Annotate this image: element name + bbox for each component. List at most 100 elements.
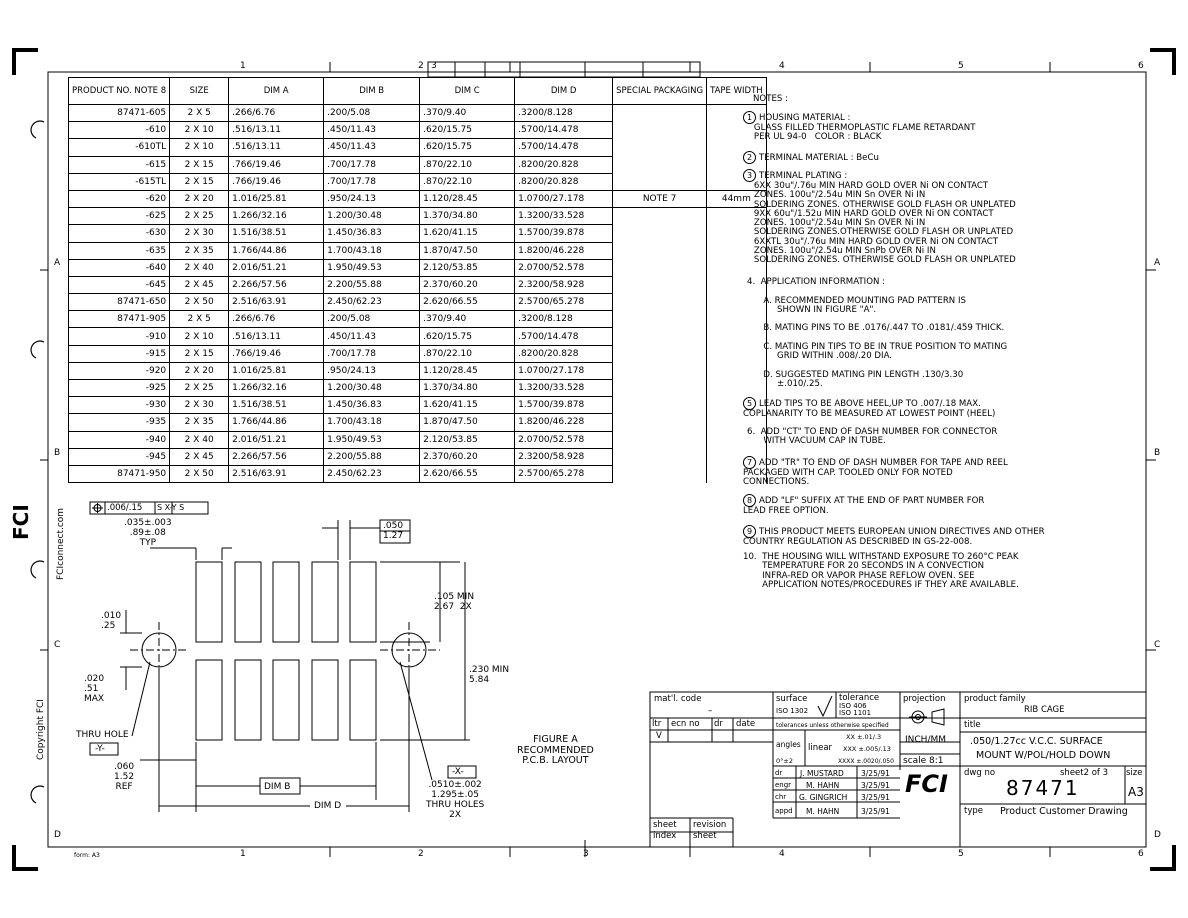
tb-size-value: A3: [1128, 785, 1144, 799]
table-cell: .766/19.46: [228, 344, 325, 363]
table-cell: [612, 327, 708, 346]
zone-label-right-b: B: [1154, 448, 1161, 458]
table-cell: [612, 173, 708, 191]
table-cell: 1.950/49.53: [323, 430, 421, 449]
table-cell: 1.766/44.86: [228, 241, 325, 260]
note-10: 10. THE HOUSING WILL WITHSTAND EXPOSURE …: [743, 552, 1019, 590]
table-cell: 2 X 5: [169, 103, 230, 123]
table-cell: 1.700/43.18: [323, 413, 421, 432]
ref-dim: .060 1.52 REF: [114, 762, 135, 792]
tb-name-chr: G. GINGRICH: [799, 793, 848, 802]
tb-tolerance-label: tolerance: [839, 693, 880, 703]
pad-length-dim: .105 MIN 2.67 2X: [434, 592, 475, 612]
table-cell: 1.700/43.18: [323, 241, 421, 260]
table-cell: 2 X 40: [169, 258, 230, 277]
table-cell: [612, 413, 708, 432]
zone-label-top-5: 5: [958, 61, 964, 71]
surface-finish-icon: [817, 695, 833, 718]
table-cell: [612, 224, 708, 242]
table-cell: [612, 242, 708, 260]
table-cell: 1.266/32.16: [228, 378, 325, 398]
tolerance-frame-value: .006/.15: [107, 503, 143, 513]
table-cell: -615TL: [67, 172, 171, 191]
tb-name-appd: M. HAHN: [806, 807, 840, 816]
table-cell: 1.016/25.81: [228, 361, 325, 381]
tb-product-family-value: RIB CAGE: [1024, 705, 1065, 715]
table-cell: 2.516/63.91: [228, 464, 325, 484]
zone-ticks: [40, 62, 1156, 857]
table-cell: 2 X 25: [169, 207, 230, 226]
zone-label-left-c: C: [54, 640, 61, 650]
table-cell: 2.450/62.23: [323, 464, 421, 484]
table-cell: 2.620/66.55: [419, 464, 516, 484]
table-cell: [612, 156, 708, 174]
table-cell: .870/22.10: [419, 155, 516, 174]
table-cell: [706, 379, 767, 397]
table-cell: -615: [67, 155, 171, 174]
tb-title-line1: .050/1.27cc V.C.C. SURFACE: [970, 736, 1103, 747]
table-cell: 2.266/57.56: [228, 447, 325, 466]
zone-label-bottom-2: 2: [418, 849, 424, 859]
note-1-text: HOUSING MATERIAL : GLASS FILLED THERMOPL…: [753, 113, 976, 143]
table-cell: 1.870/47.50: [419, 413, 516, 432]
table-cell: -945: [67, 447, 171, 466]
table-cell: 2 X 35: [169, 413, 230, 432]
table-cell: 87471-905: [67, 310, 171, 329]
table-cell: 2 X 10: [169, 121, 230, 140]
table-cell: 2.620/66.55: [419, 293, 516, 312]
table-cell: 1.620/41.15: [419, 224, 516, 243]
table-cell: 1.516/38.51: [228, 396, 325, 415]
table-cell: .3200/8.128: [514, 310, 614, 329]
table-cell: -625: [67, 207, 171, 226]
note-3-text: TERMINAL PLATING : 6XX 30u"/.76u MIN HAR…: [753, 171, 1016, 266]
table-cell: .700/17.78: [323, 172, 421, 191]
col-size: SIZE: [169, 77, 230, 105]
table-cell: 2 X 5: [169, 310, 230, 329]
tb-ltr-value: V: [656, 731, 662, 741]
note-8-text: ADD "LF" SUFFIX AT THE END OF PART NUMBE…: [743, 496, 985, 516]
tb-sheet-index: sheet index: [653, 820, 677, 841]
table-cell: 1.370/34.80: [419, 378, 516, 398]
table-cell: 87471-950: [67, 464, 171, 484]
table-cell: .450/11.43: [323, 327, 421, 346]
table-cell: [612, 362, 708, 380]
tb-role-dr: dr: [775, 769, 783, 777]
note-7-text: ADD "TR" TO END OF DASH NUMBER FOR TAPE …: [743, 458, 1008, 488]
table-cell: 1.870/47.50: [419, 241, 516, 260]
table-cell: 2 X 10: [169, 138, 230, 157]
table-cell: [706, 207, 767, 225]
table-cell: 2 X 40: [169, 430, 230, 449]
title-block-grid: [649, 691, 1147, 848]
datum-x-label: -X-: [452, 767, 464, 777]
table-cell: 2.200/55.88: [323, 447, 421, 466]
table-cell: 1.0700/27.178: [514, 361, 614, 381]
tb-date-engr: 3/25/91: [861, 781, 890, 790]
table-cell: 87471-605: [67, 103, 171, 123]
pad: [195, 561, 223, 643]
table-cell: .620/15.75: [419, 327, 516, 346]
tolerance-frame-modifiers: S X-Y S: [157, 503, 185, 512]
tb-revision-sheet: revision sheet: [693, 820, 727, 841]
table-cell: .450/11.43: [323, 121, 421, 140]
table-cell: -620: [67, 189, 171, 209]
table-cell: [612, 379, 708, 397]
zone-label-left-d: D: [54, 830, 61, 840]
figure-caption: FIGURE A RECOMMENDED P.C.B. LAYOUT: [517, 734, 594, 766]
note-4: 4. APPLICATION INFORMATION : A. RECOMMEN…: [747, 277, 1008, 390]
table-cell: 2 X 50: [169, 293, 230, 312]
table-cell: 2 X 35: [169, 241, 230, 260]
table-cell: .870/22.10: [419, 344, 516, 363]
zone-label-right-c: C: [1154, 640, 1161, 650]
zone-label-bottom-6: 6: [1138, 849, 1144, 859]
note-6: 6. ADD "CT" TO END OF DASH NUMBER FOR CO…: [747, 427, 998, 447]
table-cell: NOTE 7: [612, 189, 708, 209]
tb-tolerance-iso1: ISO 406: [839, 702, 867, 710]
table-cell: 2.370/60.20: [419, 447, 516, 466]
note-number-circle: 2: [743, 151, 756, 164]
